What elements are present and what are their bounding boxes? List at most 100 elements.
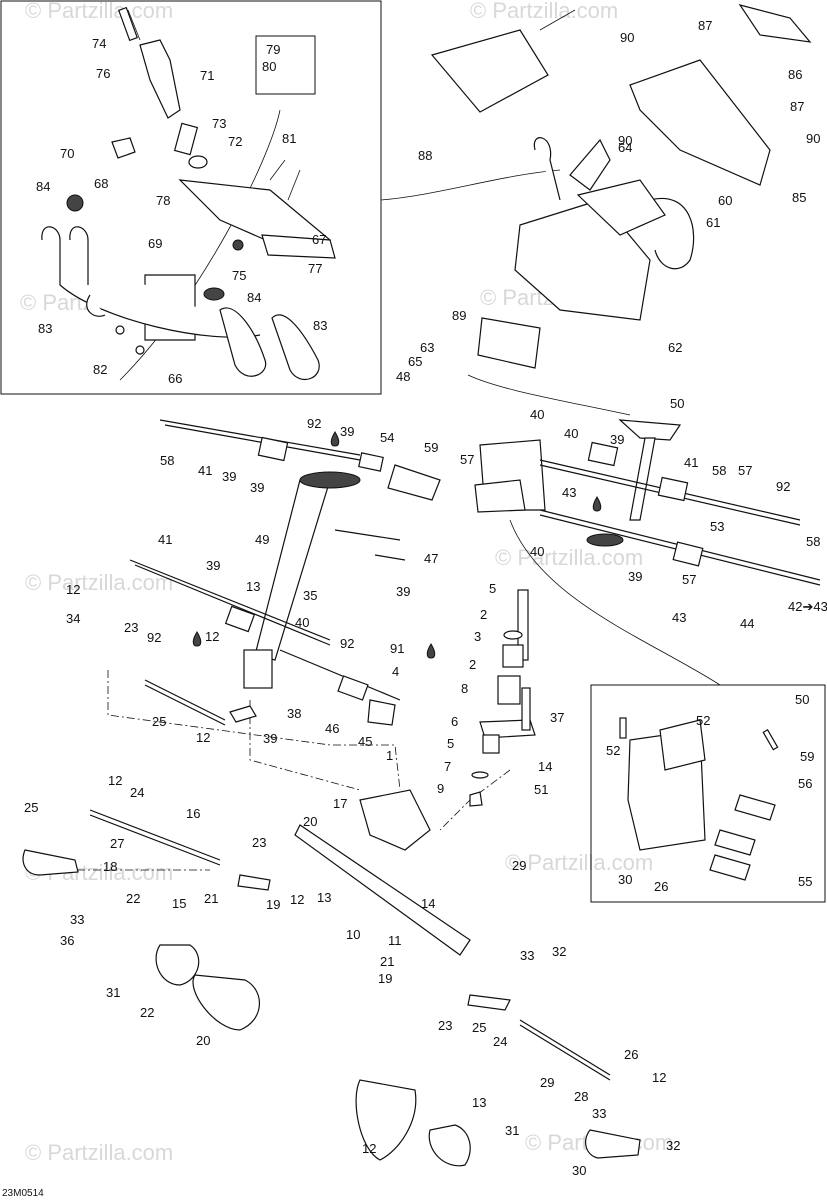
callout-label: 75 bbox=[232, 268, 246, 283]
leader-line bbox=[467, 374, 631, 416]
callout-label: 59 bbox=[424, 440, 438, 455]
callout-label: 39 bbox=[610, 432, 624, 447]
callout-label: 28 bbox=[574, 1089, 588, 1104]
centerline bbox=[249, 700, 361, 791]
callout-label: 23 bbox=[124, 620, 138, 635]
leader-line bbox=[509, 519, 721, 686]
callout-label: 58 bbox=[806, 534, 820, 549]
callout-label: 46 bbox=[325, 721, 339, 736]
callout-label: 41 bbox=[198, 463, 212, 478]
callout-label: 63 bbox=[420, 340, 434, 355]
callout-label: 9 bbox=[437, 781, 444, 796]
callout-label: 43 bbox=[672, 610, 686, 625]
callout-label: 39 bbox=[628, 569, 642, 584]
callout-label: 92 bbox=[147, 630, 161, 645]
callout-label: 73 bbox=[212, 116, 226, 131]
callout-label: 25 bbox=[24, 800, 38, 815]
callout-label: 39 bbox=[206, 558, 220, 573]
watermark: © Partzilla.com bbox=[25, 570, 173, 595]
callout-label: 72 bbox=[228, 134, 242, 149]
lubricant-drop-icon bbox=[192, 631, 202, 647]
callout-label: 26 bbox=[654, 879, 668, 894]
callout-label: 13 bbox=[246, 579, 260, 594]
callout-label: 31 bbox=[106, 985, 120, 1000]
callout-label: 58 bbox=[712, 463, 726, 478]
callout-label: 15 bbox=[172, 896, 186, 911]
lubricant-drop-icon bbox=[592, 496, 602, 512]
callout-label: 74 bbox=[92, 36, 106, 51]
callout-label: 48 bbox=[396, 369, 410, 384]
callout-label: 36 bbox=[60, 933, 74, 948]
callout-label: 88 bbox=[418, 148, 432, 163]
callout-label: 43 bbox=[562, 485, 576, 500]
callout-label: 80 bbox=[262, 59, 276, 74]
callout-label: 29 bbox=[512, 858, 526, 873]
leader-line bbox=[119, 109, 281, 381]
callout-label: 81 bbox=[282, 131, 296, 146]
callout-label: 71 bbox=[200, 68, 214, 83]
callout-label: 14 bbox=[538, 759, 552, 774]
callout-label: 7 bbox=[444, 759, 451, 774]
callout-label: 57 bbox=[460, 452, 474, 467]
steering-column-assembly bbox=[129, 419, 821, 726]
callout-label: 90 bbox=[620, 30, 634, 45]
callout-label: 17 bbox=[333, 796, 347, 811]
watermark: © Partzilla.com bbox=[25, 0, 173, 23]
callout-label: 44 bbox=[740, 616, 754, 631]
callout-label: 33 bbox=[70, 912, 84, 927]
lubricant-drop-icon bbox=[426, 643, 436, 659]
callout-label: 91 bbox=[390, 641, 404, 656]
handlebar-inset-box bbox=[0, 0, 382, 395]
callout-label: 24 bbox=[130, 785, 144, 800]
callout-label: 12 bbox=[362, 1141, 376, 1156]
callout-label: 19 bbox=[378, 971, 392, 986]
callout-label: 87 bbox=[790, 99, 804, 114]
callout-label: 14 bbox=[421, 896, 435, 911]
callout-label: 56 bbox=[798, 776, 812, 791]
callout-label: 67 bbox=[312, 232, 326, 247]
callout-label: 38 bbox=[287, 706, 301, 721]
callout-label: 11 bbox=[388, 933, 402, 948]
callout-label: 39 bbox=[222, 469, 236, 484]
callout-label: 85 bbox=[792, 190, 806, 205]
watermark: © Partzilla.com bbox=[25, 1140, 173, 1165]
leader-line bbox=[380, 169, 561, 201]
callout-label: 90 bbox=[806, 131, 820, 146]
callout-label: 51 bbox=[534, 782, 548, 797]
callout-label: 34 bbox=[66, 611, 80, 626]
callout-label: 23 bbox=[252, 835, 266, 850]
callout-label: 87 bbox=[698, 18, 712, 33]
callout-label: 30 bbox=[572, 1163, 586, 1178]
callout-label: 37 bbox=[550, 710, 564, 725]
callout-label: 64 bbox=[618, 140, 632, 155]
callout-label: 55 bbox=[798, 874, 812, 889]
callout-label: 25 bbox=[472, 1020, 486, 1035]
callout-label: 65 bbox=[408, 354, 422, 369]
callout-label: 32 bbox=[666, 1138, 680, 1153]
bracket-inset-box bbox=[590, 684, 826, 903]
callout-label: 18 bbox=[103, 859, 117, 874]
callout-label: 22 bbox=[126, 891, 140, 906]
callout-label: 2 bbox=[480, 607, 487, 622]
callout-label: 76 bbox=[96, 66, 110, 81]
callout-label: 21 bbox=[380, 954, 394, 969]
callout-label: 21 bbox=[204, 891, 218, 906]
callout-label: 4 bbox=[392, 664, 399, 679]
callout-label: 2 bbox=[469, 657, 476, 672]
handlebar-cover-assembly bbox=[430, 4, 812, 369]
callout-label: 31 bbox=[505, 1123, 519, 1138]
callout-label: 66 bbox=[168, 371, 182, 386]
callout-label: 45 bbox=[358, 734, 372, 749]
callout-label: 12 bbox=[205, 629, 219, 644]
callout-label: 61 bbox=[706, 215, 720, 230]
callout-label: 41 bbox=[158, 532, 172, 547]
callout-label: 40 bbox=[564, 426, 578, 441]
callout-label: 39 bbox=[340, 424, 354, 439]
callout-label: 32 bbox=[552, 944, 566, 959]
callout-label: 90 bbox=[618, 133, 632, 148]
callout-label: 69 bbox=[148, 236, 162, 251]
callout-label: 40 bbox=[295, 615, 309, 630]
callout-label: 40 bbox=[530, 544, 544, 559]
